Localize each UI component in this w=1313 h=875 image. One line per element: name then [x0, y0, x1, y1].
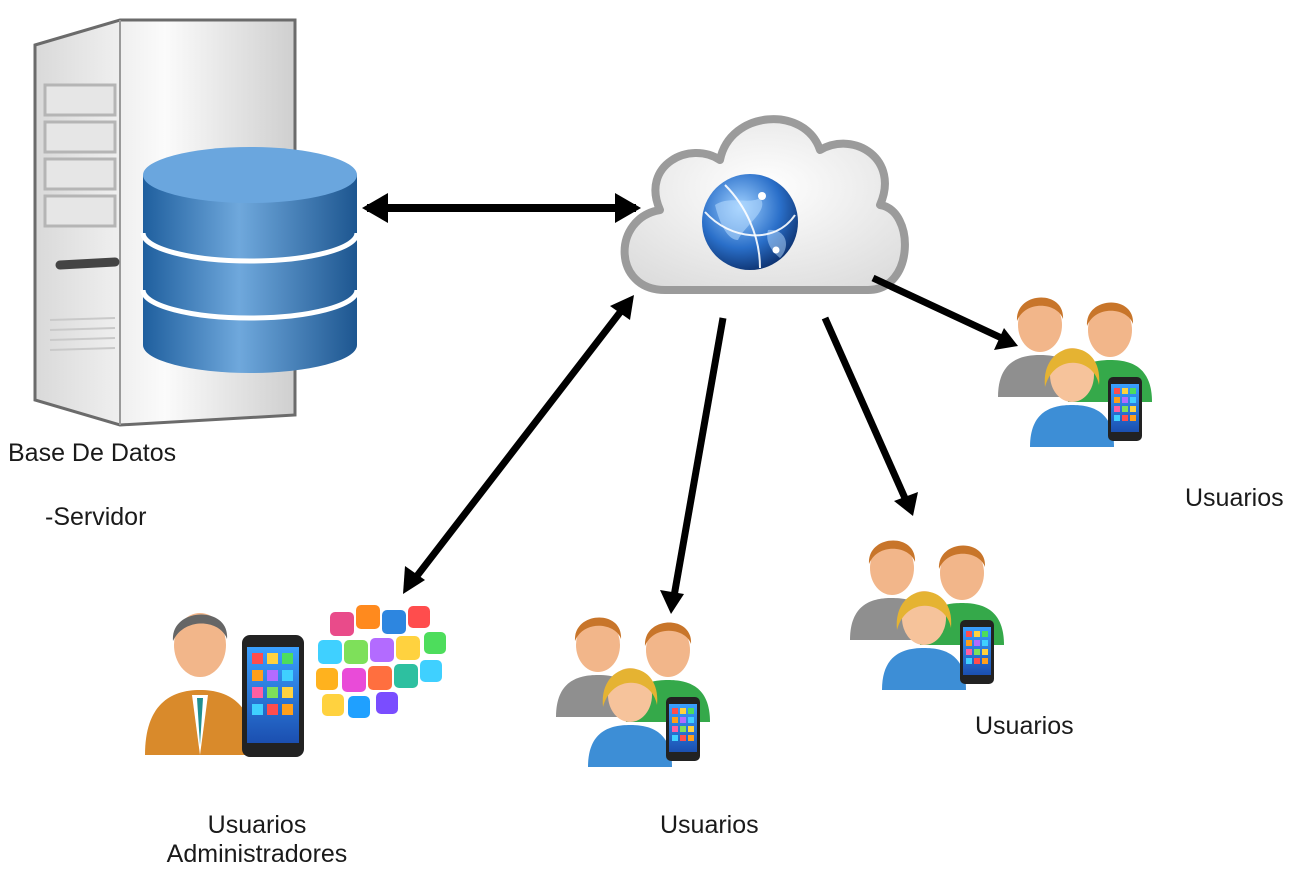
cloud-internet-icon	[620, 115, 909, 294]
admin-user-with-phone-icon	[145, 613, 304, 757]
app-icons-cluster	[316, 605, 446, 718]
arrow-db-cloud	[362, 193, 641, 223]
users-group-mid-right-icon	[850, 540, 1004, 690]
database-label-line2: -Servidor	[45, 503, 147, 531]
database-cylinder-icon	[140, 147, 360, 373]
globe-icon	[702, 174, 798, 270]
database-label-line1: Base De Datos	[8, 439, 177, 467]
users-right-label: Usuarios	[1185, 484, 1284, 512]
users-group-center-icon	[556, 617, 710, 767]
arrow-cloud-admin	[403, 295, 634, 594]
arrow-cloud-users-mid-right	[821, 316, 918, 516]
users-group-right-icon	[998, 297, 1152, 447]
arrow-cloud-users-right	[871, 274, 1018, 350]
admin-label-line2: Administradores	[166, 840, 348, 868]
users-mid-right-label: Usuarios	[975, 712, 1074, 740]
arrow-cloud-users-center	[660, 317, 727, 614]
admin-label-line1: Usuarios	[207, 811, 307, 839]
users-center-label: Usuarios	[660, 811, 759, 839]
